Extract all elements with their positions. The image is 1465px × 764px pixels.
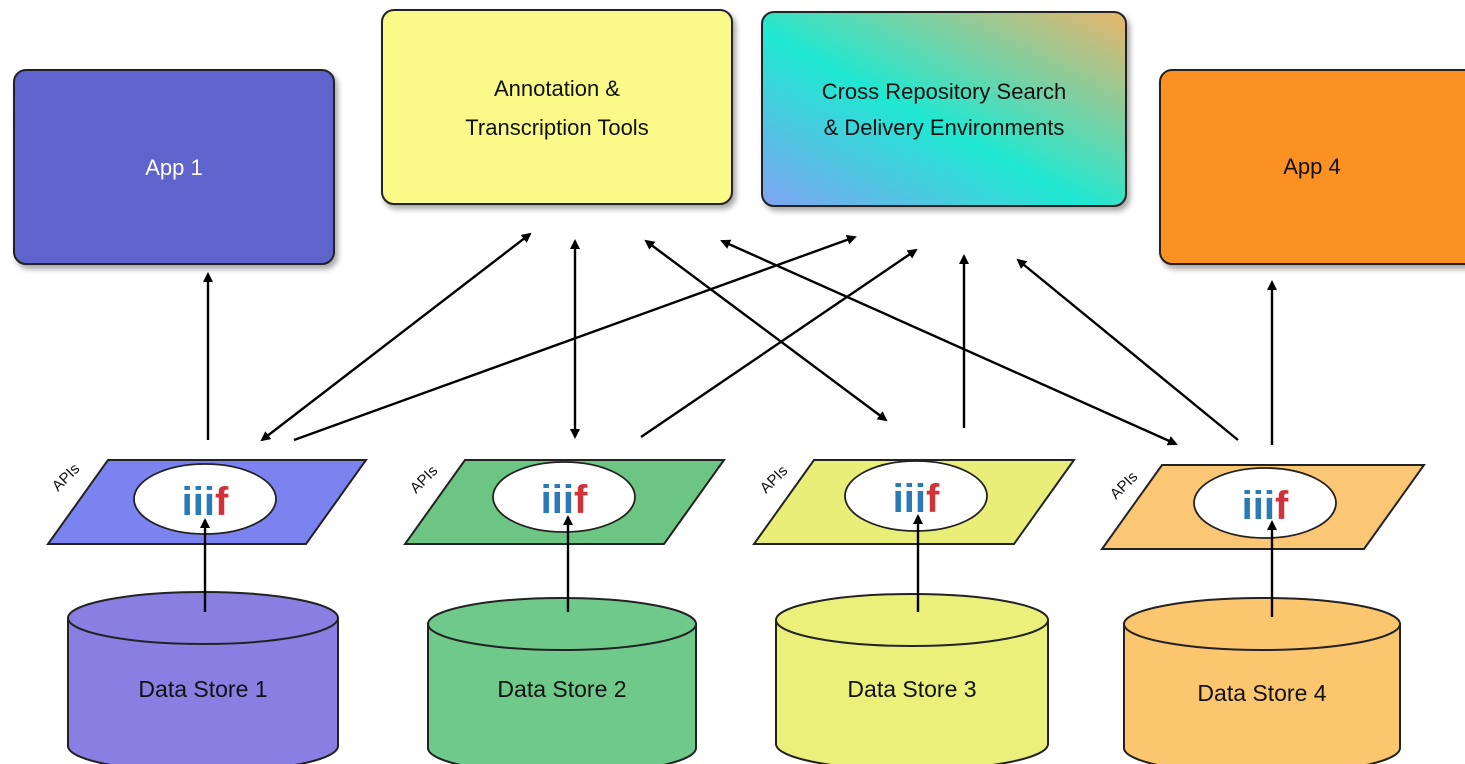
cross-repository-search-label-line2: & Delivery Environments (824, 115, 1065, 140)
api-layer-1: APIs iiif (46, 459, 368, 545)
annotation-tools-label-line2: Transcription Tools (465, 115, 648, 140)
app4-box: App 4 (1159, 69, 1465, 265)
api-label-1: APIs (49, 460, 83, 494)
iiif-logo-icon: iiif (182, 480, 229, 524)
arrow-api1-annotation (260, 232, 532, 442)
iiif-logo-badge-2 (492, 461, 636, 533)
data-store-2-label: Data Store 2 (497, 676, 626, 702)
connection-arrows (203, 232, 1277, 446)
api-label-3: APIs (757, 462, 791, 496)
data-store-4-label: Data Store 4 (1197, 680, 1326, 706)
api-layer-4: APIs iiif (1100, 464, 1426, 550)
data-store-4: Data Store 4 (1123, 597, 1401, 764)
annotation-tools-label-line1: Annotation & (494, 76, 620, 101)
api-layer-3: APIs iiif (752, 459, 1076, 545)
iiif-logo-badge-3 (844, 460, 988, 532)
cross-repository-search-label-line1: Cross Repository Search (822, 79, 1067, 104)
arrow-api4-to-search (1016, 258, 1239, 441)
api-label-4: APIs (1107, 468, 1141, 502)
arrow-annotation-api4 (720, 239, 1178, 446)
iiif-logo-badge-4 (1193, 467, 1337, 539)
store-to-api-arrows (200, 514, 1277, 617)
app4-label: App 4 (1283, 154, 1341, 179)
app1-box: App 1 (13, 69, 335, 265)
cross-repository-search-box: Cross Repository Search & Delivery Envir… (761, 11, 1127, 207)
api-label-2: APIs (407, 462, 441, 496)
iiif-logo-icon: iiif (893, 477, 940, 521)
data-store-3-label: Data Store 3 (847, 676, 976, 702)
iiif-logo-icon: iiif (1242, 484, 1289, 528)
iiif-logo-icon: iiif (541, 478, 588, 522)
annotation-tools-box: Annotation & Transcription Tools (381, 9, 733, 205)
data-store-1: Data Store 1 (67, 591, 339, 764)
data-store-3: Data Store 3 (775, 593, 1049, 764)
arrow-api2-to-search (640, 248, 918, 438)
data-store-1-label: Data Store 1 (138, 676, 267, 702)
data-store-2: Data Store 2 (427, 597, 697, 764)
arrow-annotation-api3 (644, 239, 888, 422)
app1-label: App 1 (145, 155, 203, 180)
api-layer-2: APIs iiif (403, 459, 726, 545)
